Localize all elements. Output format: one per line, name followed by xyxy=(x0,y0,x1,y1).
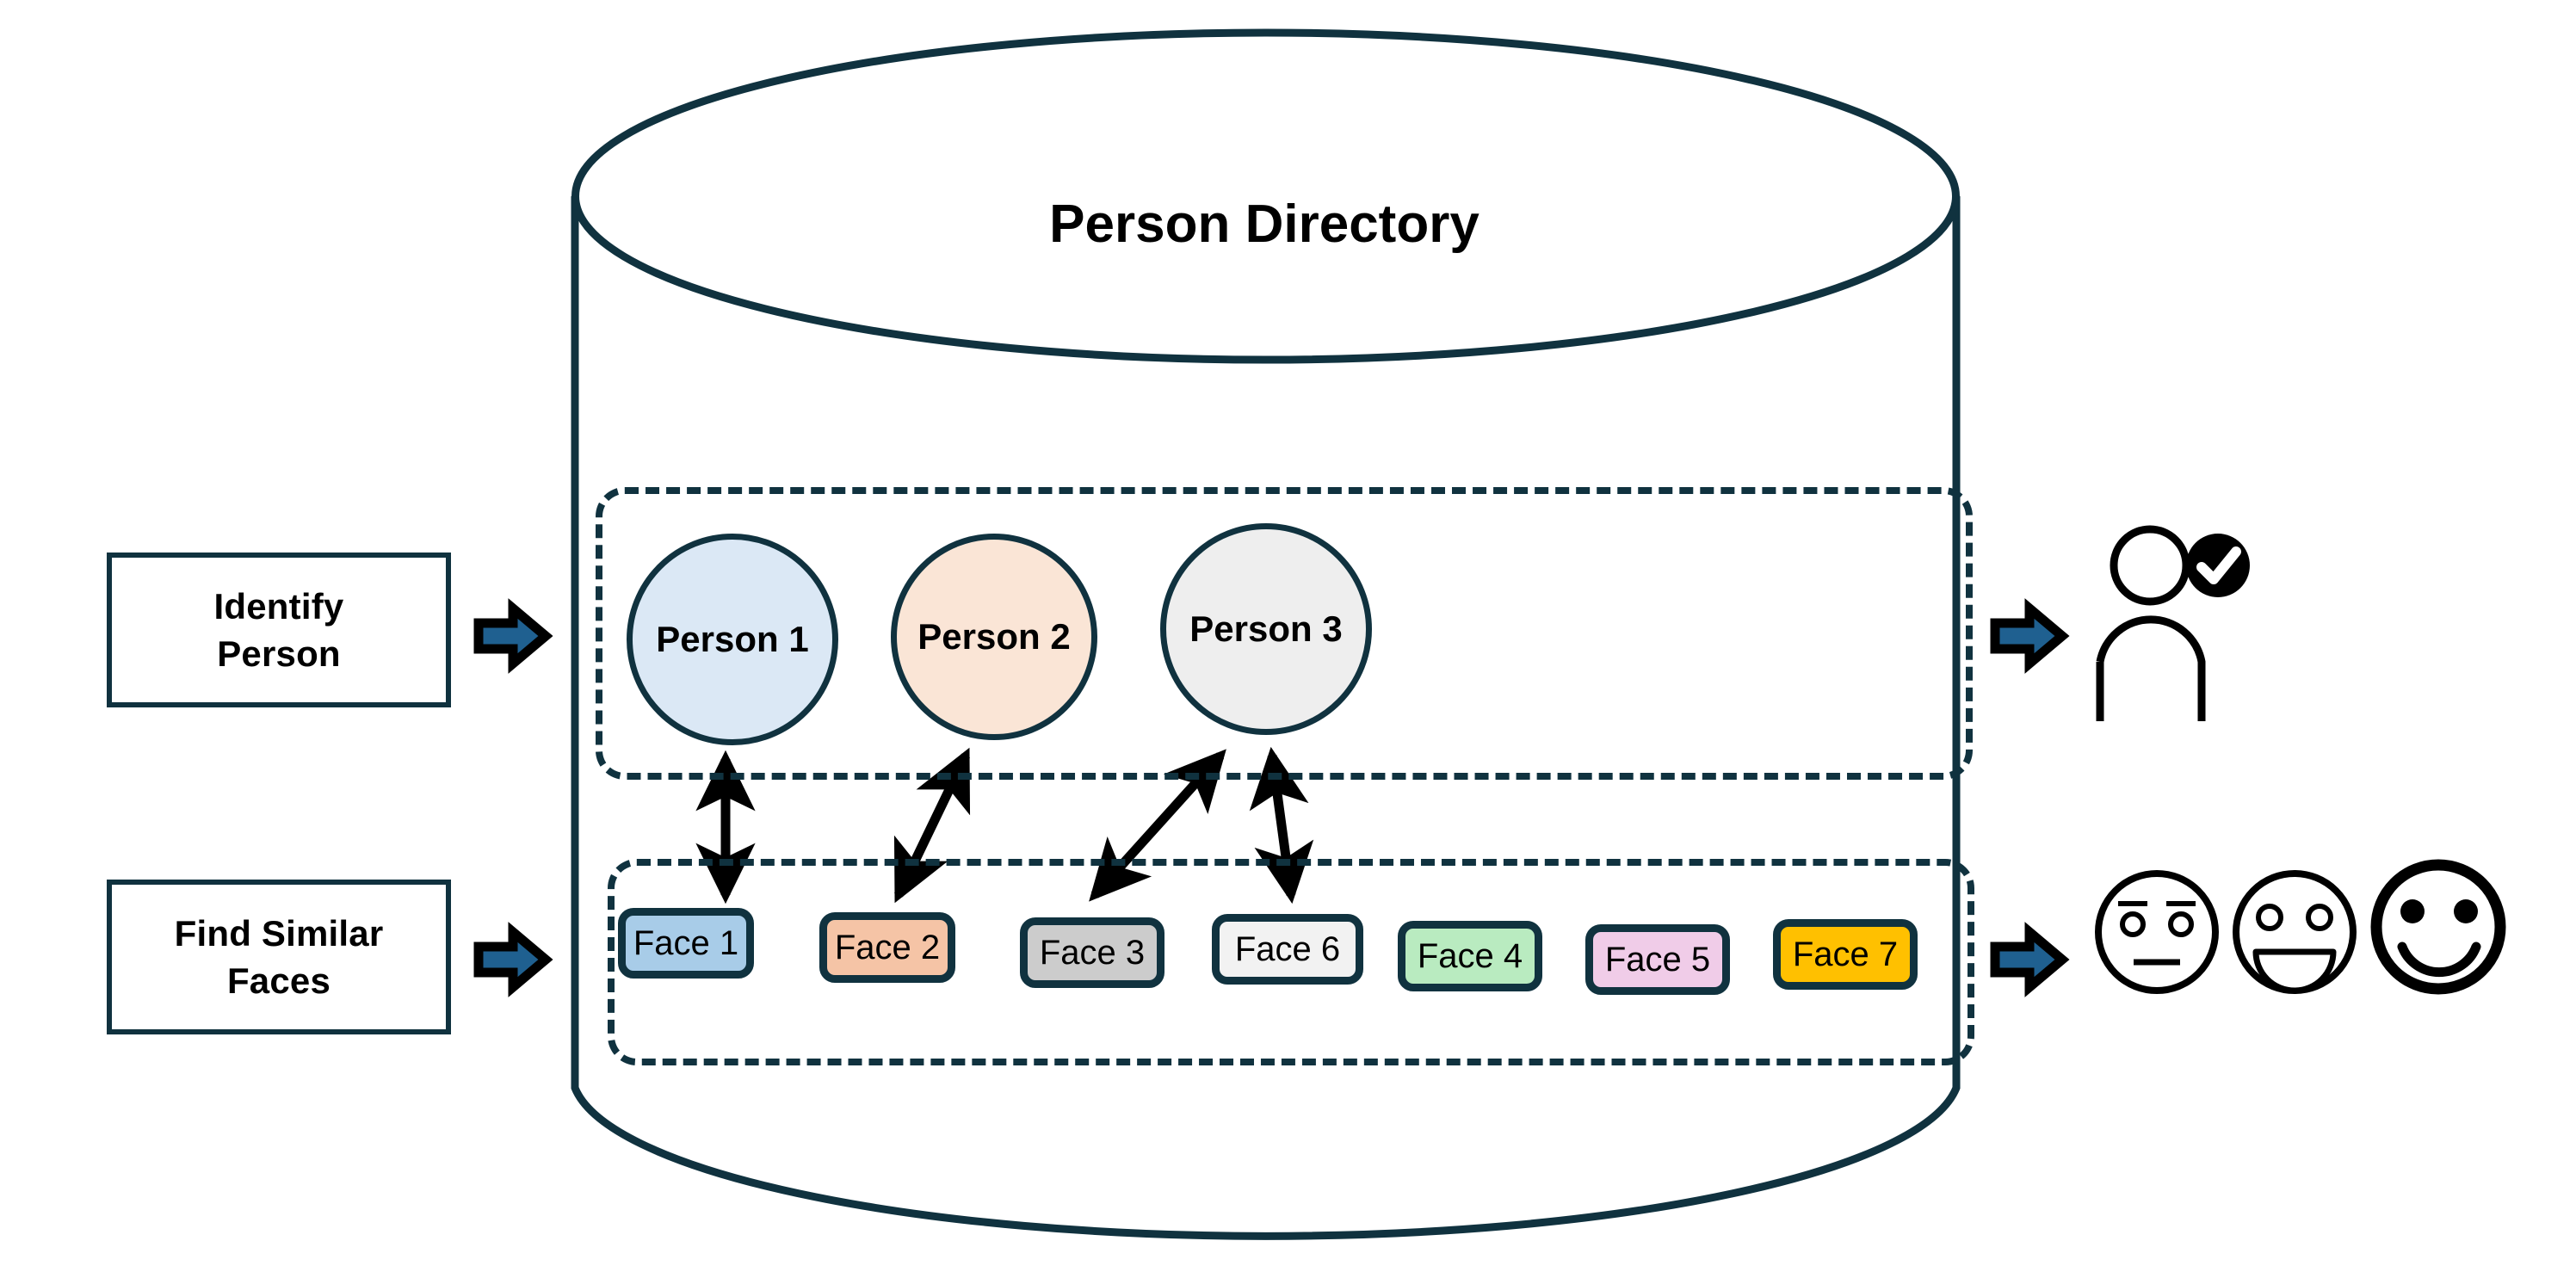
arrow-faces-out xyxy=(1990,922,2070,997)
flow-arrows xyxy=(473,598,2070,997)
person-label: Person 3 xyxy=(1189,608,1343,649)
task-label-line1: Find Similar xyxy=(174,912,384,954)
person-label: Person 1 xyxy=(656,619,809,659)
task-label-line2: Person xyxy=(217,633,341,674)
task-label-line2: Faces xyxy=(226,960,331,1001)
face-label: Face 2 xyxy=(834,928,941,966)
task-box-identify-person[interactable]: Identify Person xyxy=(107,553,451,707)
face-chip-1[interactable]: Face 1 xyxy=(618,908,754,979)
neutral-face-icon xyxy=(2095,870,2219,994)
face-label: Face 7 xyxy=(1792,935,1899,973)
person-node-1[interactable]: Person 1 xyxy=(627,534,838,745)
task-box-find-similar-faces[interactable]: Find Similar Faces xyxy=(107,880,451,1034)
arrow-person-out xyxy=(1990,598,2070,674)
person-label: Person 2 xyxy=(917,616,1071,657)
grinning-face-icon xyxy=(2233,870,2357,994)
faces-group-frame xyxy=(608,859,1974,1065)
arrow-find-in xyxy=(473,922,553,997)
face-label: Face 5 xyxy=(1604,940,1711,979)
face-chip-3[interactable]: Face 3 xyxy=(1020,917,1164,988)
smiling-face-icon xyxy=(2370,859,2506,995)
face-chip-5[interactable]: Face 5 xyxy=(1585,924,1730,995)
task-label-line1: Identify xyxy=(213,585,344,627)
face-chip-4[interactable]: Face 4 xyxy=(1398,921,1542,991)
face-label: Face 3 xyxy=(1039,933,1146,972)
person-node-3[interactable]: Person 3 xyxy=(1160,523,1372,735)
face-chip-7[interactable]: Face 7 xyxy=(1773,919,1918,990)
check-badge-icon xyxy=(2186,534,2250,597)
page-title: Person Directory xyxy=(1049,194,1480,254)
face-label: Face 1 xyxy=(633,923,739,962)
cylinder-top-ellipse xyxy=(571,28,1960,364)
face-label: Face 6 xyxy=(1234,929,1341,968)
face-chip-6[interactable]: Face 6 xyxy=(1212,914,1363,985)
face-chip-2[interactable]: Face 2 xyxy=(819,912,955,983)
face-label: Face 4 xyxy=(1417,936,1523,975)
person-check-icon xyxy=(2096,525,2250,721)
persons-group-frame xyxy=(596,487,1973,780)
person-node-2[interactable]: Person 2 xyxy=(891,534,1097,740)
arrow-identify-in xyxy=(473,598,553,674)
